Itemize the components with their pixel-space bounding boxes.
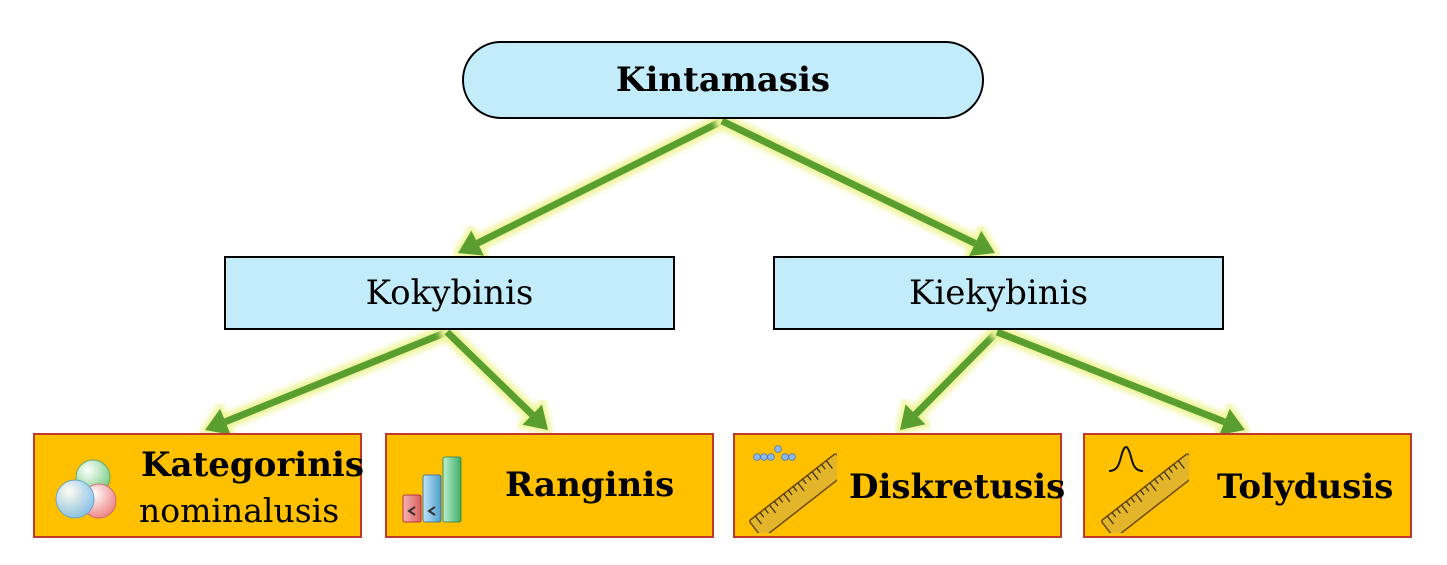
leaf-label: Kategorinis xyxy=(141,445,364,485)
branch-label: Kiekybinis xyxy=(908,273,1089,313)
leaf-sublabel: nominalusis xyxy=(139,491,340,530)
ranked-bars-icon xyxy=(402,456,462,523)
leaf-label: Ranginis xyxy=(505,465,675,505)
leaf-label: Diskretusis xyxy=(849,467,1066,507)
leaf-node-kategorinis: Kategorinis nominalusis xyxy=(33,433,364,538)
leaf-label: Tolydusis xyxy=(1217,467,1394,507)
ruler-with-dots-icon xyxy=(749,445,837,533)
leaf-node-diskretusis: Diskretusis xyxy=(733,433,1066,538)
leaf-node-tolydusis: Tolydusis xyxy=(1083,433,1412,538)
arrow-kiekybinis-to-tolydusis xyxy=(989,324,1252,441)
arrow-root-to-kokybinis xyxy=(451,113,730,261)
root-node: Kintamasis xyxy=(462,41,984,119)
arrow-kokybinis-to-kategorinis xyxy=(198,324,455,440)
branch-node-kiekybinis: Kiekybinis xyxy=(773,256,1224,330)
root-label: Kintamasis xyxy=(615,60,831,100)
ruler-with-peak-icon xyxy=(1101,445,1189,533)
branch-node-kokybinis: Kokybinis xyxy=(224,256,675,330)
arrow-kiekybinis-to-diskretusis xyxy=(894,324,1005,436)
overlapping-circles-icon xyxy=(55,459,117,519)
leaf-node-ranginis: Ranginis xyxy=(385,433,714,538)
arrow-kokybinis-to-ranginis xyxy=(439,324,554,436)
arrow-root-to-kiekybinis xyxy=(714,113,1002,261)
branch-label: Kokybinis xyxy=(365,273,534,313)
